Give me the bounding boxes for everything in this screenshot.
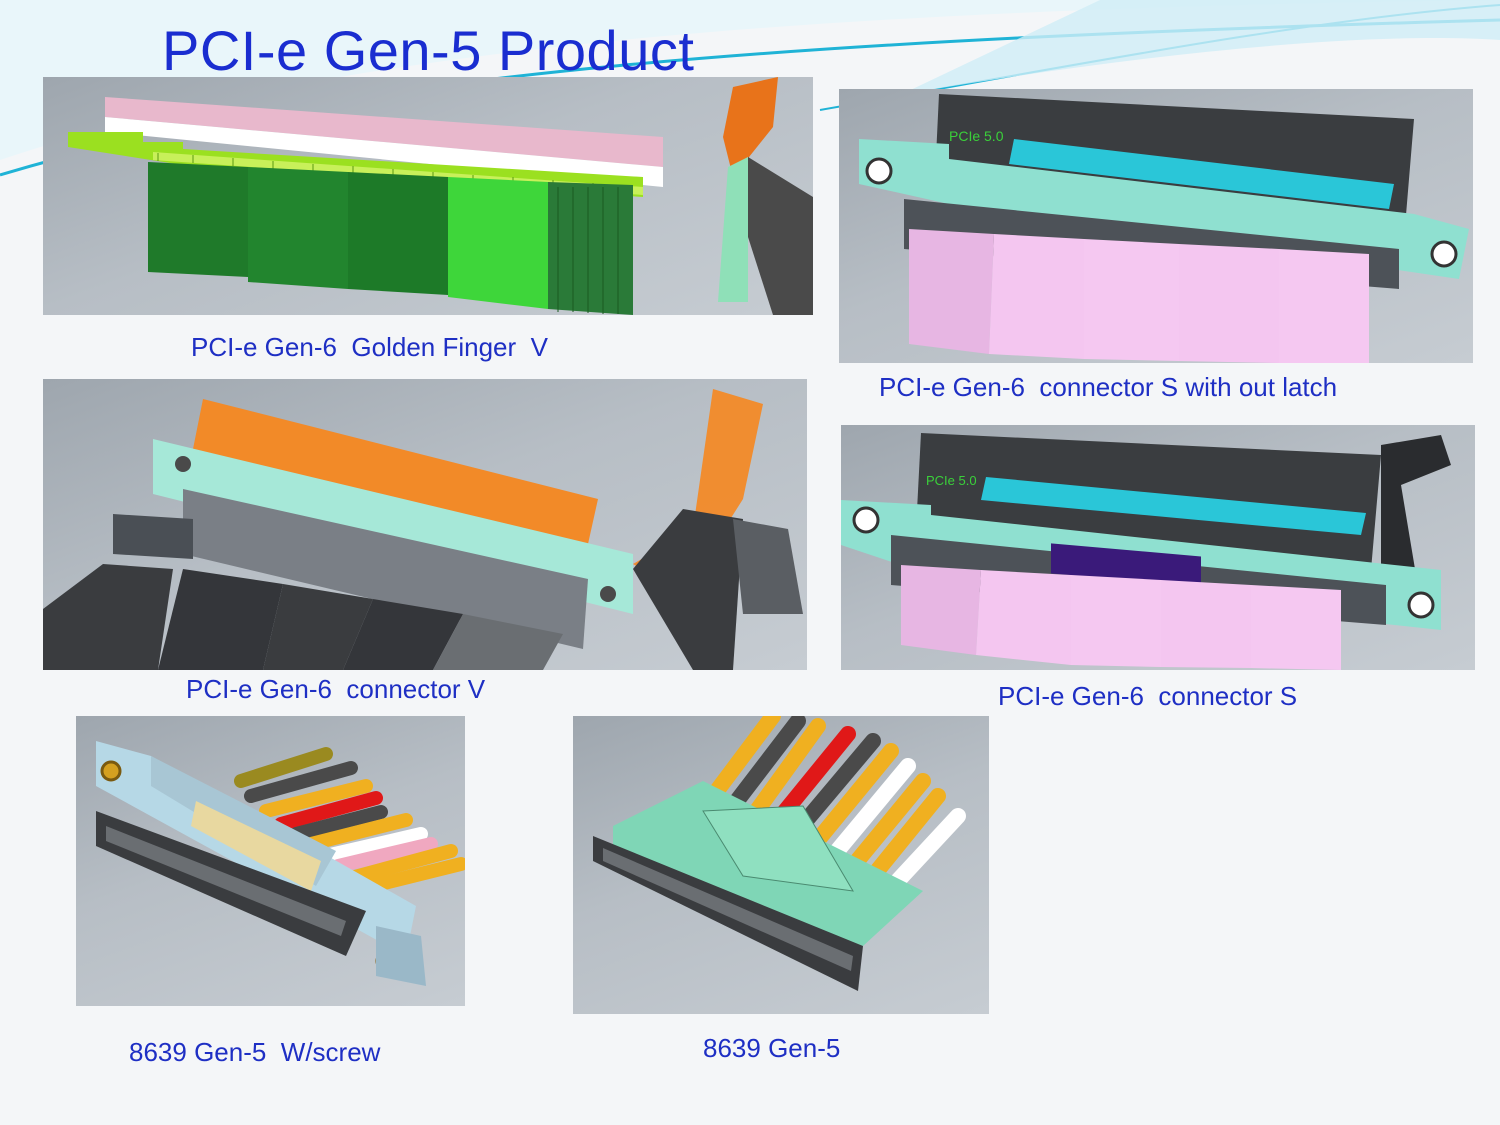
8639-gen5-screw-render	[76, 716, 465, 1006]
caption-connector-s: PCI-e Gen-6 connector S	[998, 681, 1298, 711]
8639-gen5-render	[573, 716, 989, 1014]
pcie-marking-label: PCIe 5.0	[926, 473, 977, 488]
connector-s-no-latch-render: PCIe 5.0	[839, 89, 1473, 363]
caption-golden-finger-v: PCI-e Gen-6 Golden Finger V	[191, 332, 548, 362]
golden-finger-v-render	[43, 77, 813, 315]
connector-v-render	[43, 379, 807, 670]
page-title: PCI-e Gen-5 Product	[162, 19, 695, 82]
caption-connector-v: PCI-e Gen-6 connector V	[186, 674, 486, 704]
pcie-marking-label: PCIe 5.0	[949, 128, 1004, 144]
connector-s-render: PCIe 5.0	[841, 425, 1475, 670]
caption-8639-gen5: 8639 Gen-5	[703, 1033, 841, 1063]
caption-8639-gen5-screw: 8639 Gen-5 W/screw	[129, 1037, 381, 1067]
caption-connector-s-no-latch: PCI-e Gen-6 connector S with out latch	[879, 372, 1338, 402]
